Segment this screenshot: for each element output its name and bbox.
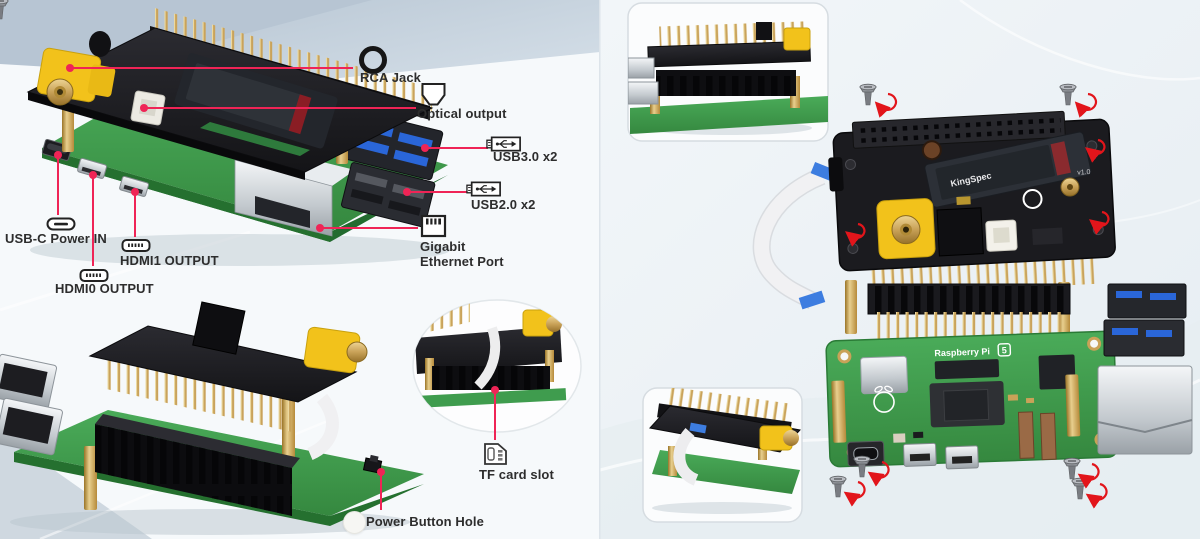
gigabit-ethernet-label: Gigabit Ethernet Port xyxy=(420,239,516,270)
pi-usb-rear xyxy=(0,353,58,409)
rca-jack-label: RCA Jack xyxy=(360,70,422,85)
camera-connector xyxy=(1017,411,1035,459)
hat-board-rear xyxy=(88,325,358,403)
rotation-arrow xyxy=(845,222,866,247)
circle-hole-icon xyxy=(343,511,366,534)
screws-and-arrows xyxy=(0,0,1110,509)
relay xyxy=(936,207,984,257)
rotation-arrow xyxy=(867,460,890,487)
ffc-ribbon xyxy=(307,393,339,460)
optical-output-label: Optical output xyxy=(417,106,507,121)
ram-chip xyxy=(934,359,1000,380)
rotation-arrow xyxy=(1085,482,1108,509)
micro-hdmi-port-icon xyxy=(121,239,151,252)
rotation-arrow xyxy=(1077,462,1100,489)
relay-rear xyxy=(192,301,246,355)
pi-usb-rear xyxy=(0,397,63,456)
pi5-board: Raspberry Pi 5 ETHERNET xyxy=(825,330,1140,470)
gpio-pins xyxy=(102,352,292,432)
wireless-shield xyxy=(860,355,909,395)
rca-ring-icon xyxy=(359,46,387,74)
usb-plug-icon xyxy=(486,136,521,152)
jack-barrel xyxy=(828,157,844,192)
rotation-arrow xyxy=(874,92,898,118)
inductor-coil xyxy=(921,140,942,161)
hat-board-top-photo xyxy=(26,8,434,180)
display-connector xyxy=(1039,412,1057,461)
tf-card-icon xyxy=(484,443,507,465)
inset-ribbon-view xyxy=(642,387,803,523)
rotation-arrow xyxy=(1085,138,1106,163)
tf-card-slot-label: TF card slot xyxy=(479,467,554,482)
female-header-rear xyxy=(95,414,300,516)
rotation-arrow xyxy=(1074,92,1098,118)
ffc-ribbon xyxy=(752,161,838,310)
pi-usb2-stack xyxy=(341,162,436,228)
hdmi0-output-label: HDMI0 OUTPUT xyxy=(55,281,154,296)
ssd-module xyxy=(174,53,338,149)
hat-board-exploded: KingSpec v1.0 xyxy=(828,110,1116,296)
inset-side-view xyxy=(627,2,829,142)
gigabit-ethernet-label-line1: Gigabit xyxy=(420,239,466,254)
assembled-rear-photo xyxy=(0,301,424,535)
pi-model-number-text: 5 xyxy=(1002,345,1007,355)
usb3-label: USB3.0 x2 xyxy=(493,149,558,164)
ssd-module: KingSpec xyxy=(924,131,1092,208)
usb-c-port-icon xyxy=(46,217,76,231)
usbc-power-label: USB-C Power IN xyxy=(5,231,107,246)
capacitor xyxy=(89,31,111,57)
pi-model-text: Raspberry Pi xyxy=(934,346,990,358)
rotation-arrow xyxy=(1089,210,1110,235)
hat-version-text: v1.0 xyxy=(1077,169,1091,177)
toslink-icon xyxy=(421,83,446,106)
micro-hdmi-port-icon xyxy=(79,269,109,282)
tf-slot-inset xyxy=(412,299,582,433)
gigabit-ethernet-label-line2: Ethernet Port xyxy=(420,253,504,269)
exploded-view: KingSpec v1.0 xyxy=(0,0,1193,509)
stacking-header xyxy=(845,280,1071,340)
hdmi1-output-label: HDMI1 OUTPUT xyxy=(120,253,219,268)
power-button xyxy=(362,454,383,474)
gpio-pins xyxy=(155,8,432,112)
assembled-top-photo xyxy=(26,8,450,266)
optical-port xyxy=(130,90,166,126)
pi-side-ports xyxy=(1097,283,1193,455)
raspberry-logo xyxy=(873,385,895,413)
power-button-hole-label: Power Button Hole xyxy=(366,514,484,529)
pi-button xyxy=(893,433,906,443)
usb-plug-icon xyxy=(466,181,501,197)
usb2-label: USB2.0 x2 xyxy=(471,197,536,212)
ethernet-jack-icon xyxy=(420,214,447,238)
rotation-arrow xyxy=(843,480,866,507)
